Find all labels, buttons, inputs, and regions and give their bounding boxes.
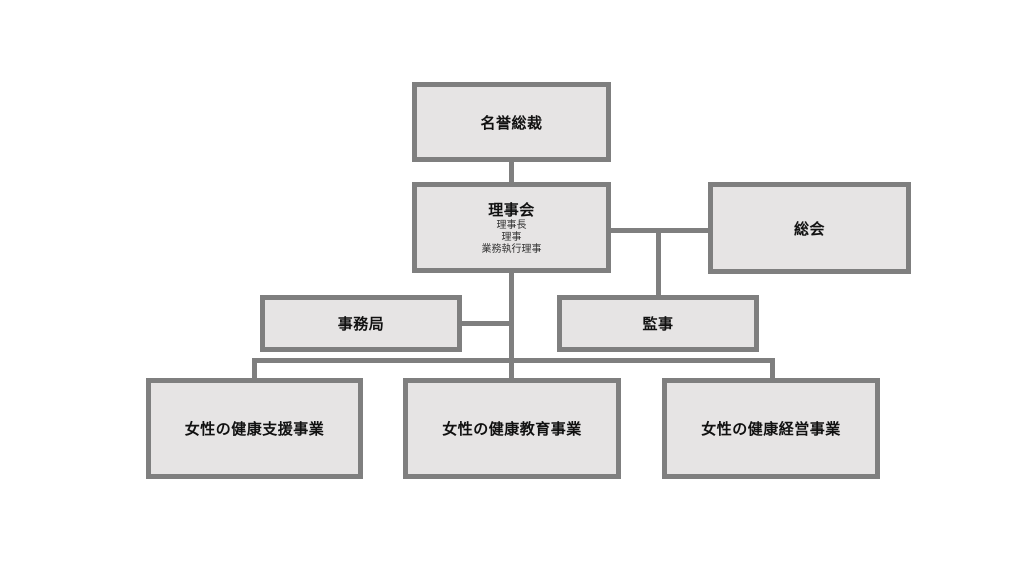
- project-box-management: 女性の健康経営事業: [662, 378, 880, 479]
- connector-board-trunk: [509, 272, 514, 380]
- general-assembly-label: 総会: [793, 219, 825, 238]
- connector-project-1: [252, 358, 257, 380]
- general-assembly-box: 総会: [708, 182, 911, 274]
- connector-project-3: [770, 358, 775, 380]
- project-box-support: 女性の健康支援事業: [146, 378, 363, 479]
- project-label-support: 女性の健康支援事業: [184, 420, 325, 438]
- connector-projects-horizontal: [252, 358, 775, 363]
- connector-secretariat: [460, 321, 512, 326]
- secretariat-box: 事務局: [260, 295, 462, 352]
- project-label-management: 女性の健康経営事業: [701, 420, 841, 438]
- connector-assembly-auditor: [656, 228, 661, 296]
- board-box: 理事会 理事長 理事 業務執行理事: [412, 182, 611, 273]
- connector-president-board: [509, 160, 514, 184]
- auditor-box: 監事: [557, 295, 759, 352]
- board-member-chairman: 理事長: [496, 220, 527, 231]
- project-box-education: 女性の健康教育事業: [403, 378, 621, 479]
- board-title: 理事会: [488, 201, 535, 219]
- honorary-president-label: 名誉総裁: [480, 113, 543, 132]
- board-member-director: 理事: [501, 232, 522, 243]
- project-label-education: 女性の健康教育事業: [442, 420, 582, 438]
- secretariat-label: 事務局: [337, 315, 385, 333]
- auditor-label: 監事: [642, 315, 674, 333]
- board-member-executive-director: 業務執行理事: [481, 244, 542, 255]
- honorary-president-box: 名誉総裁: [412, 82, 611, 162]
